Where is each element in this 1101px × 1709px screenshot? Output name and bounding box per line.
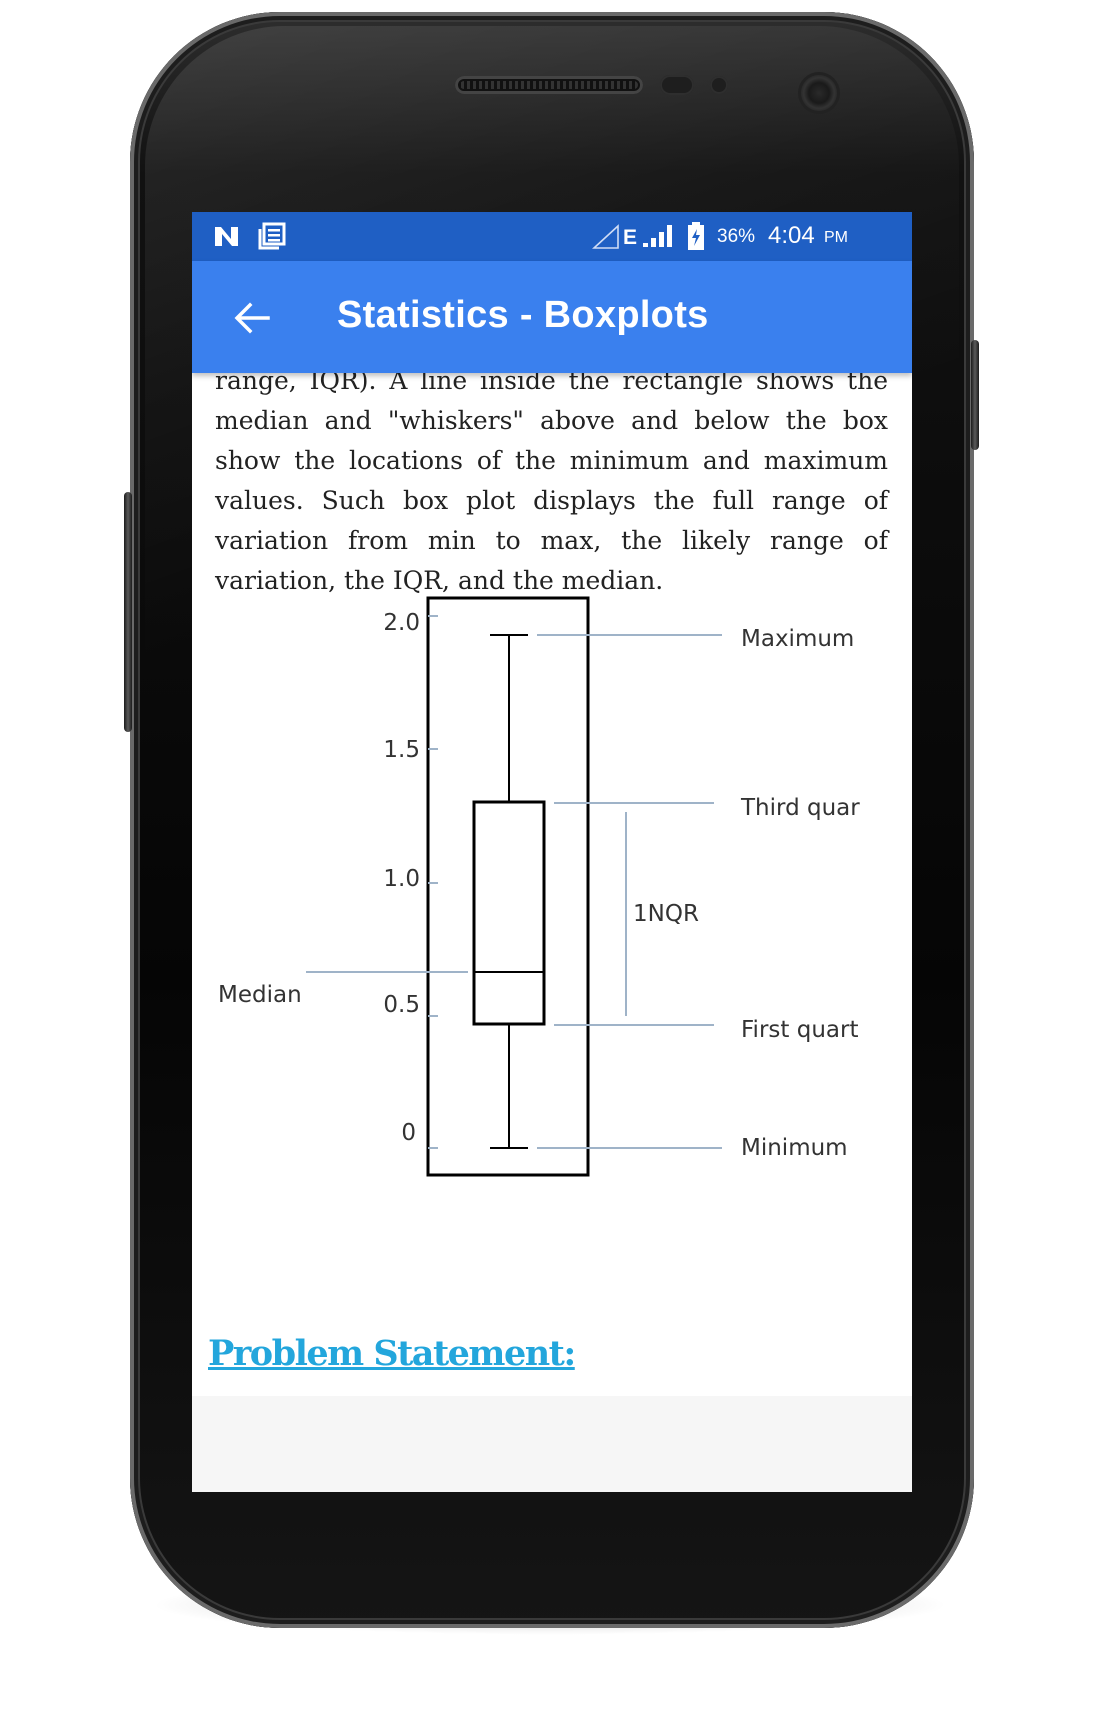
- article-paragraph: range, IQR). A line inside the rectangle…: [215, 373, 888, 601]
- battery-percent: 36%: [717, 226, 756, 247]
- power-button: [971, 340, 979, 450]
- proximity-sensor: [660, 75, 694, 95]
- tick-label: 0.5: [383, 992, 420, 1018]
- status-bar: E 36% 4:04 PM: [192, 212, 912, 261]
- front-camera: [801, 75, 837, 111]
- network-type: E: [623, 226, 638, 249]
- battery-charging-icon: [688, 222, 704, 250]
- arrow-back-icon[interactable]: [228, 294, 276, 342]
- signal-icon: [643, 225, 672, 247]
- article-content[interactable]: range, IQR). A line inside the rectangle…: [192, 373, 912, 1492]
- clock-ampm: PM: [824, 229, 848, 246]
- minimum-label: Minimum: [741, 1135, 848, 1161]
- earpiece-speaker: [455, 76, 643, 94]
- problem-statement-heading[interactable]: Problem Statement:: [208, 1333, 576, 1374]
- no-sim-icon: [592, 224, 619, 249]
- iqr-box: [472, 800, 546, 1026]
- iqr-label: 1NQR: [633, 901, 699, 927]
- news-icon: [258, 222, 286, 250]
- footer-blank-area: [192, 1396, 912, 1492]
- maximum-label: Maximum: [741, 626, 854, 652]
- clock-time: 4:04: [768, 222, 815, 249]
- tick-label: 0: [401, 1120, 416, 1146]
- page-title: Statistics - Boxplots: [337, 294, 709, 336]
- phone-screen: E 36% 4:04 PM Statistics - Boxplots rang…: [192, 212, 912, 1492]
- third-quartile-label: Third quar: [740, 795, 860, 821]
- tick-label: 2.0: [383, 610, 420, 636]
- tick-label: 1.5: [383, 737, 420, 763]
- median-label: Median: [218, 982, 302, 1008]
- volume-button: [124, 492, 132, 732]
- paragraph-text: median and "whiskers" above and below th…: [215, 406, 888, 595]
- light-sensor: [710, 76, 728, 94]
- tick-label: 1.0: [383, 866, 420, 892]
- boxplot-diagram: 2.0 1.5 1.0 0.5 0 Maximum Third quar 1NQ…: [218, 596, 860, 1177]
- n-notification-icon: [215, 227, 238, 246]
- outer-frame: [426, 596, 590, 1177]
- first-quartile-label: First quart: [741, 1017, 858, 1043]
- app-bar: Statistics - Boxplots: [192, 261, 912, 373]
- clipped-line: range, IQR). A line inside the rectangle…: [215, 373, 888, 395]
